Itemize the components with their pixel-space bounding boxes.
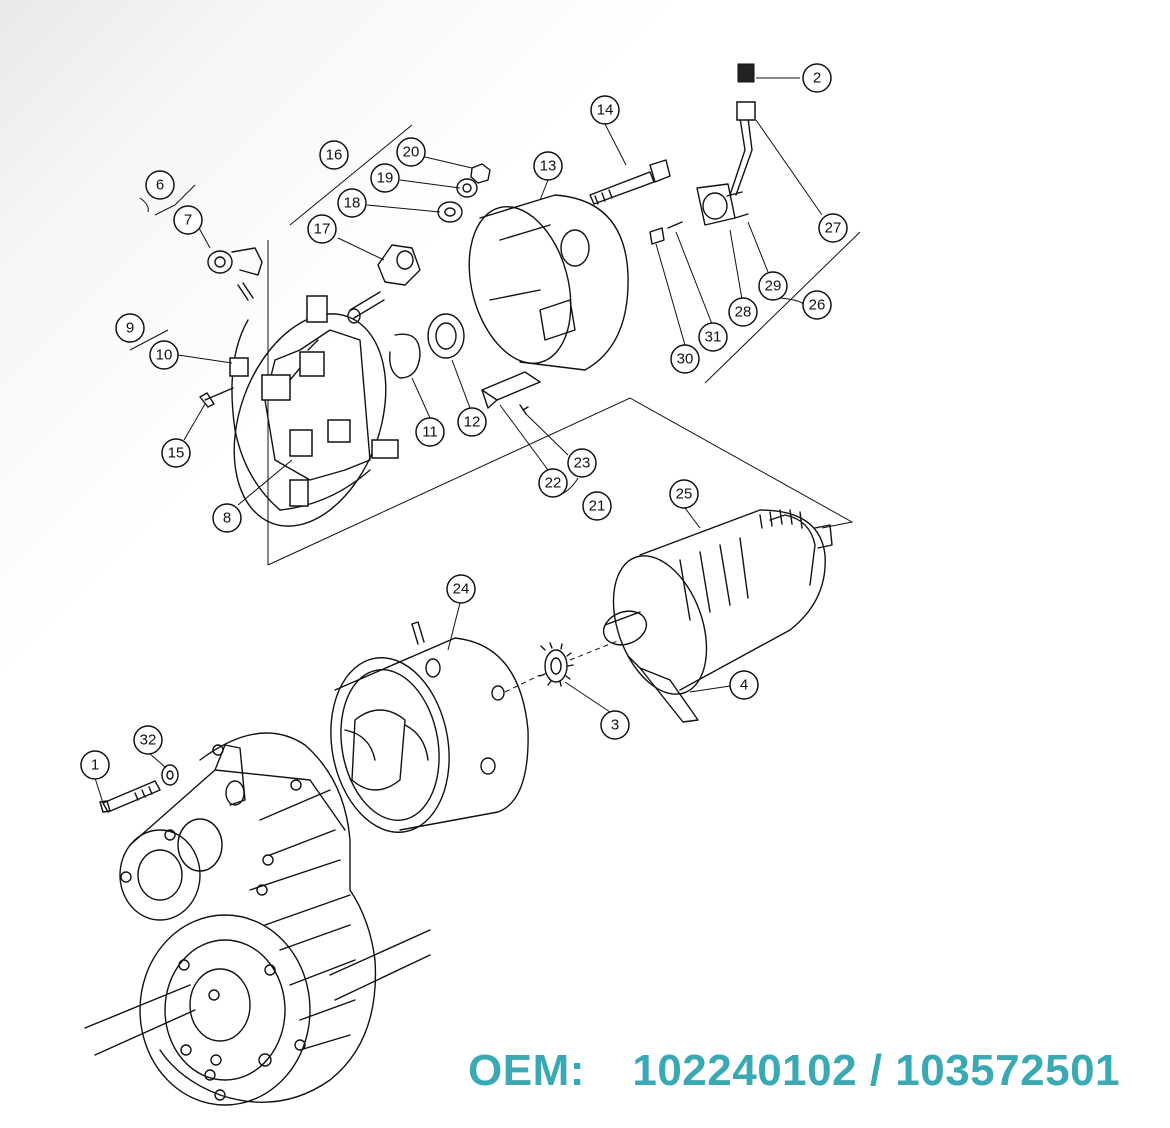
svg-text:6: 6 bbox=[156, 177, 164, 194]
callout-30: 30 bbox=[670, 344, 700, 374]
callout-24: 24 bbox=[446, 574, 476, 604]
leader-lines bbox=[94, 77, 823, 804]
brush-spring-plate bbox=[481, 371, 541, 415]
end-housing bbox=[468, 194, 629, 371]
bolt-and-washer bbox=[99, 764, 179, 813]
svg-text:21: 21 bbox=[589, 498, 606, 515]
callout-2: 2 bbox=[802, 63, 832, 93]
terminal-bracket bbox=[207, 247, 263, 301]
svg-text:7: 7 bbox=[184, 212, 192, 229]
svg-text:13: 13 bbox=[540, 158, 557, 175]
svg-text:10: 10 bbox=[156, 347, 173, 364]
svg-text:9: 9 bbox=[126, 320, 134, 337]
group-boundary-lines bbox=[129, 124, 861, 566]
group-braces bbox=[139, 197, 804, 498]
callout-32: 32 bbox=[133, 725, 163, 755]
callout-4: 4 bbox=[729, 670, 759, 700]
oem-part-numbers: OEM: 102240102 / 103572501 bbox=[468, 1046, 1120, 1096]
retaining-ring-and-bearing bbox=[389, 313, 465, 379]
callout-28: 28 bbox=[728, 297, 758, 327]
svg-text:15: 15 bbox=[168, 445, 185, 462]
svg-text:19: 19 bbox=[377, 170, 394, 187]
svg-text:1: 1 bbox=[91, 757, 99, 774]
svg-text:3: 3 bbox=[611, 717, 619, 734]
through-bolt bbox=[589, 159, 671, 205]
callout-25: 25 bbox=[669, 479, 699, 509]
washers-and-nut bbox=[437, 163, 491, 223]
callout-11: 11 bbox=[415, 417, 445, 447]
callout-20: 20 bbox=[396, 137, 426, 167]
terminal-insulator bbox=[347, 244, 421, 324]
svg-text:20: 20 bbox=[403, 144, 420, 161]
svg-text:23: 23 bbox=[574, 455, 591, 472]
field-housing bbox=[330, 621, 541, 833]
callout-12: 12 bbox=[457, 407, 487, 437]
svg-text:30: 30 bbox=[677, 351, 694, 368]
svg-text:26: 26 bbox=[809, 297, 826, 314]
speed-sensor-assembly bbox=[649, 63, 756, 245]
callout-31: 31 bbox=[698, 322, 728, 352]
callout-16: 16 bbox=[319, 140, 349, 170]
svg-text:27: 27 bbox=[825, 220, 842, 237]
callout-18: 18 bbox=[337, 188, 367, 218]
oem-numbers: 102240102 / 103572501 bbox=[632, 1046, 1121, 1095]
callout-9: 9 bbox=[115, 313, 145, 343]
callout-10: 10 bbox=[149, 340, 179, 370]
svg-text:17: 17 bbox=[314, 221, 331, 238]
svg-text:4: 4 bbox=[740, 677, 748, 694]
svg-text:29: 29 bbox=[765, 278, 782, 295]
callout-17: 17 bbox=[307, 214, 337, 244]
callout-23: 23 bbox=[567, 448, 597, 478]
svg-text:18: 18 bbox=[344, 195, 361, 212]
svg-text:2: 2 bbox=[813, 70, 821, 87]
svg-text:32: 32 bbox=[140, 732, 157, 749]
callout-7: 7 bbox=[173, 205, 203, 235]
svg-text:12: 12 bbox=[464, 414, 481, 431]
callout-8: 8 bbox=[212, 503, 242, 533]
callout-26: 26 bbox=[802, 290, 832, 320]
callout-19: 19 bbox=[370, 163, 400, 193]
callout-21: 21 bbox=[582, 491, 612, 521]
drive-gear bbox=[539, 639, 621, 687]
callout-13: 13 bbox=[533, 151, 563, 181]
svg-text:25: 25 bbox=[676, 486, 693, 503]
oem-label: OEM: bbox=[468, 1046, 585, 1095]
callout-27: 27 bbox=[818, 213, 848, 243]
svg-text:24: 24 bbox=[453, 581, 470, 598]
transaxle-housing bbox=[84, 732, 431, 1106]
svg-text:28: 28 bbox=[735, 304, 752, 321]
armature bbox=[602, 509, 833, 695]
grease-tube bbox=[627, 655, 699, 723]
callout-15: 15 bbox=[161, 438, 191, 468]
svg-text:16: 16 bbox=[326, 147, 343, 164]
svg-text:8: 8 bbox=[223, 510, 231, 527]
callout-14: 14 bbox=[590, 95, 620, 125]
svg-text:14: 14 bbox=[597, 102, 614, 119]
callout-22: 22 bbox=[538, 468, 568, 498]
svg-text:31: 31 bbox=[705, 329, 722, 346]
brush-plate-assembly bbox=[199, 295, 399, 527]
callout-1: 1 bbox=[80, 750, 110, 780]
callout-3: 3 bbox=[600, 710, 630, 740]
callout-6: 6 bbox=[145, 170, 175, 200]
svg-text:22: 22 bbox=[545, 475, 562, 492]
svg-text:11: 11 bbox=[422, 424, 438, 441]
callout-29: 29 bbox=[758, 271, 788, 301]
